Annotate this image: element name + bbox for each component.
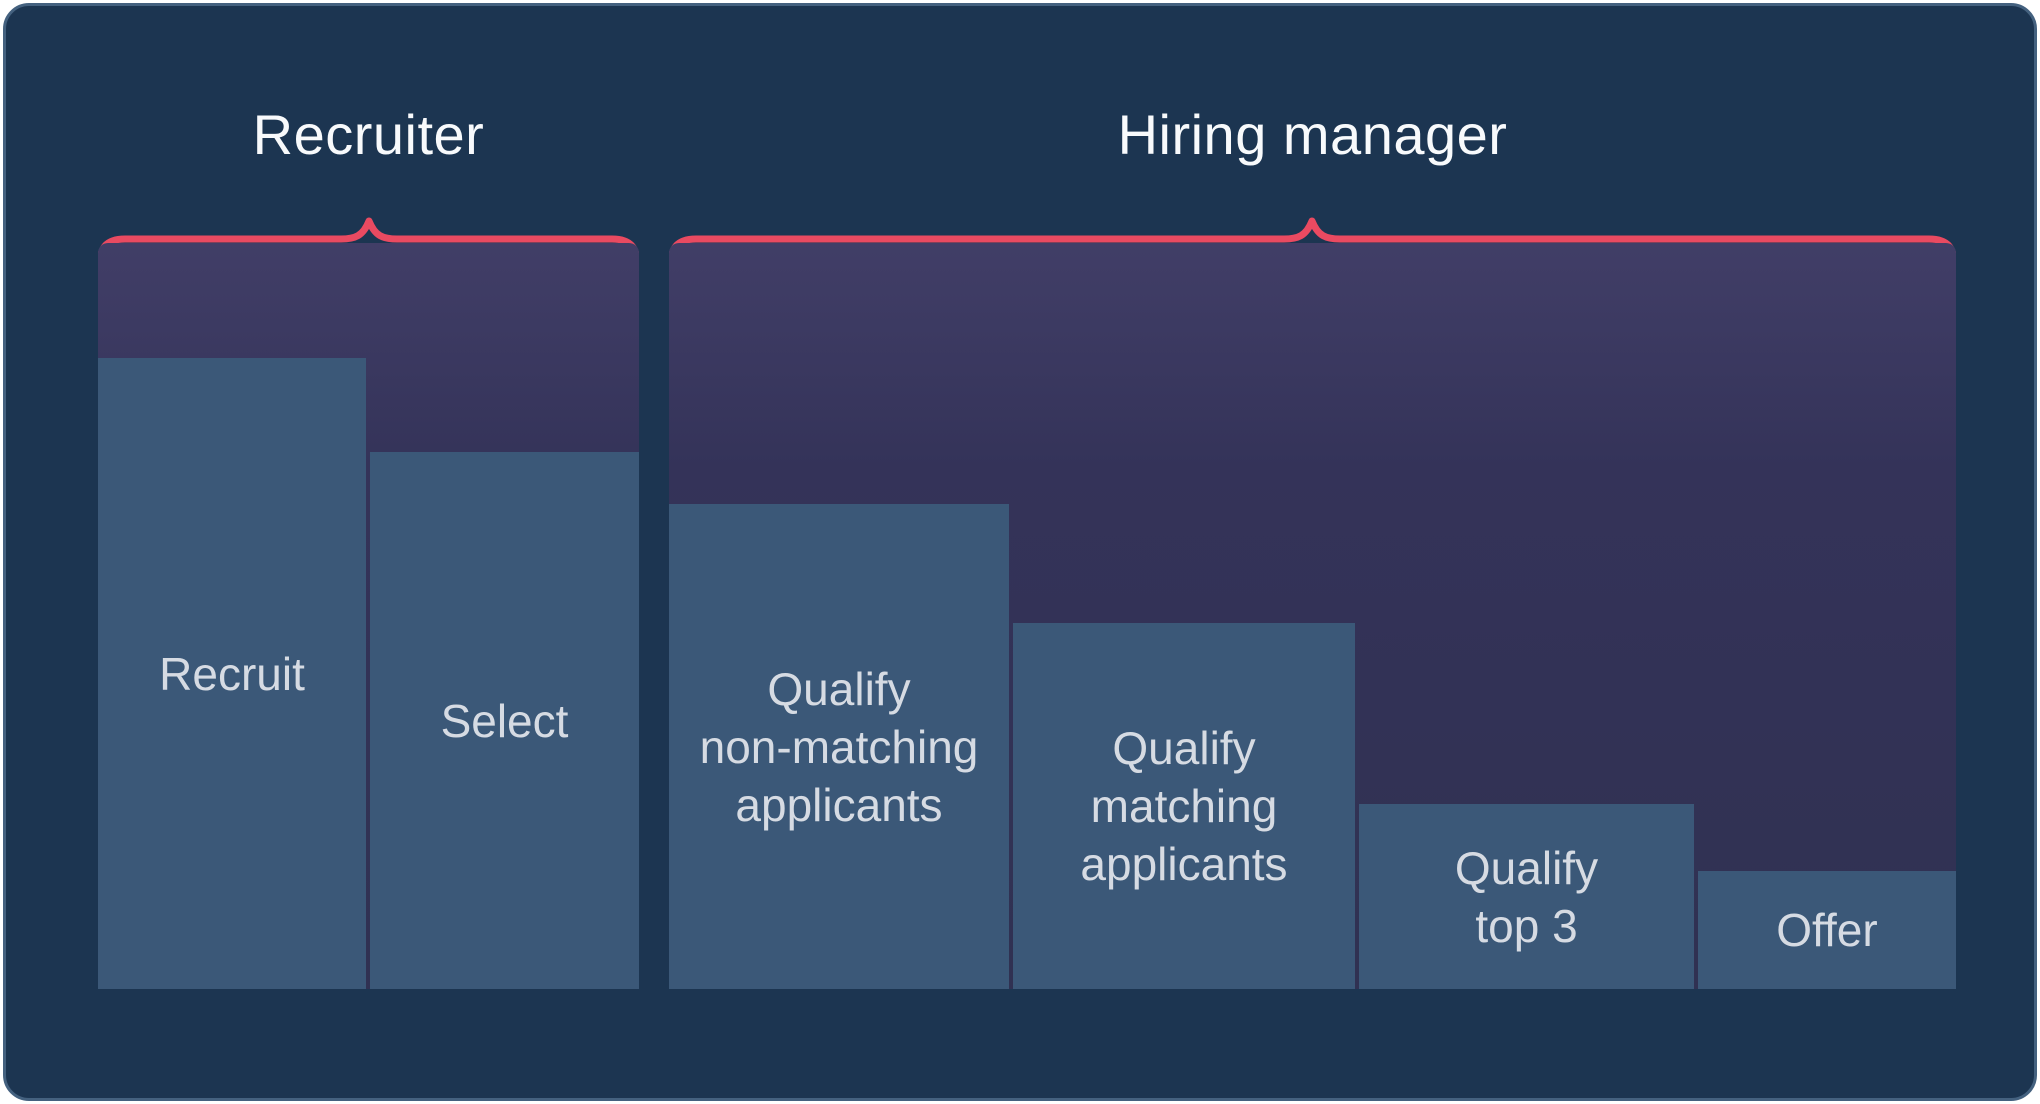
- stage-bar-label: top 3: [1475, 899, 1578, 952]
- stage-bar-label: Qualify: [1454, 841, 1599, 894]
- stage-bar-label: Offer: [1776, 904, 1878, 956]
- stage-bar-offer: Offer: [1698, 871, 1956, 989]
- recruiter-section-title: Recruiter: [252, 103, 485, 166]
- stage-bar-label: applicants: [735, 778, 943, 831]
- hiring-manager-section-title: Hiring manager: [1117, 103, 1508, 166]
- stage-bar-label: Select: [440, 694, 569, 747]
- stage-bar-label: Qualify: [767, 662, 911, 715]
- hiring-manager-brace-icon: [669, 217, 1956, 269]
- stage-bar-label: non-matching: [699, 720, 979, 773]
- stage-bar-recruit: Recruit: [98, 358, 366, 989]
- stage-bar-qualify-top-3: Qualify top 3: [1359, 804, 1694, 989]
- stage-bar-select: Select: [370, 452, 639, 989]
- stage-bar-label: Qualify: [1112, 722, 1256, 774]
- diagram-card: Recruiter Hiring manager Recruit Select …: [3, 3, 2037, 1101]
- stage-bar-label: matching: [1090, 780, 1278, 832]
- stage-bar-label: applicants: [1080, 838, 1288, 890]
- recruiter-brace-icon: [98, 217, 639, 269]
- stage-bar-qualify-non-matching: Qualify non-matching applicants: [669, 504, 1009, 989]
- stage-bar-qualify-matching: Qualify matching applicants: [1013, 623, 1355, 989]
- stage-bar-label: Recruit: [159, 647, 305, 700]
